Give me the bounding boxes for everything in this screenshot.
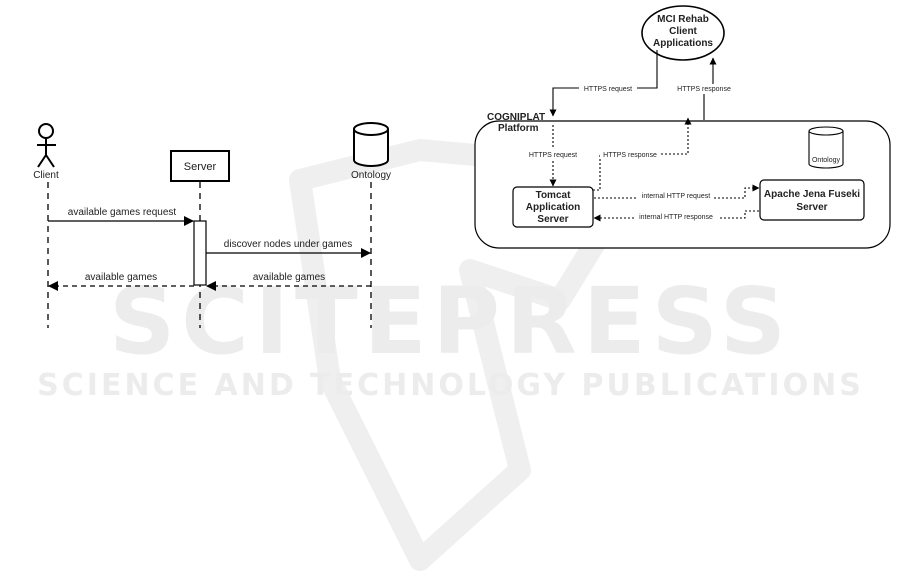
sequence-diagram: Client Server Ontology available games r… <box>33 122 391 328</box>
architecture-diagram: MCI Rehab Client Applications COGNIPLAT … <box>474 5 891 249</box>
fuseki-line2: Server <box>796 202 827 213</box>
internal-http-request-edge <box>594 184 760 199</box>
tomcat-server-box <box>512 186 594 228</box>
client-applications-node <box>641 5 725 61</box>
ontology-database-icon <box>808 126 844 169</box>
outer-https-request-label: HTTPS request <box>584 86 632 93</box>
ontology-database-icon <box>353 122 389 167</box>
message-response-client-label: available games <box>85 272 157 283</box>
fuseki-server-box <box>759 179 865 221</box>
fuseki-line1: Apache Jena Fuseki <box>764 189 860 200</box>
ontology-db-label: Ontology <box>812 157 841 164</box>
client-applications-line1: MCI Rehab <box>657 14 709 25</box>
internal-http-response-label: internal HTTP response <box>639 214 713 221</box>
server-box <box>170 150 230 182</box>
server-activation-bar <box>193 220 207 286</box>
internal-http-request-label: internal HTTP request <box>642 193 710 200</box>
server-label: Server <box>184 161 217 173</box>
message-request-label: available games request <box>68 207 177 218</box>
client-actor-icon <box>37 123 56 168</box>
tomcat-line2: Application <box>526 202 580 213</box>
tomcat-line3: Server <box>537 214 568 225</box>
outer-https-response-label: HTTPS response <box>677 86 731 93</box>
tomcat-line1: Tomcat <box>536 190 571 201</box>
ontology-label: Ontology <box>351 170 391 181</box>
client-label: Client <box>33 170 59 181</box>
inner-https-request-label: HTTPS request <box>529 152 577 159</box>
client-applications-line3: Applications <box>653 38 713 49</box>
message-response-server-label: available games <box>253 272 325 283</box>
cogniplat-label: COGNIPLAT <box>487 112 545 123</box>
message-discover-label: discover nodes under games <box>224 239 352 250</box>
inner-https-response-label: HTTPS response <box>603 152 657 159</box>
inner-https-response-edge <box>593 117 692 191</box>
platform-label: Platform <box>498 123 539 134</box>
client-applications-line2: Client <box>669 26 697 37</box>
